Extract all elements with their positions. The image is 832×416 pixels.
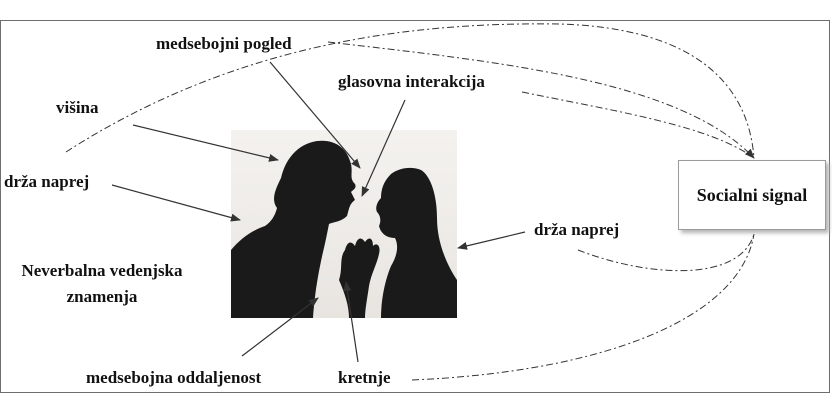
hands-silhouette: [339, 238, 380, 318]
arrow-glasovna-interakcija: [361, 99, 406, 197]
man-silhouette: [231, 140, 356, 318]
arrow-medsebojna-oddaljenost: [241, 297, 319, 357]
label-medsebojni-pogled: medsebojni pogled: [156, 34, 292, 53]
label-neverbalna-vedenjska-znamenja: Neverbalna vedenjska znamenja: [21, 261, 183, 306]
woman-silhouette: [376, 167, 457, 318]
label-medsebojna-oddaljenost: medsebojna oddaljenost: [86, 368, 262, 387]
curve-kretnje: [411, 233, 755, 381]
arrow-drza-naprej-left: [111, 184, 241, 222]
curve-glasovna-interakcija: [521, 91, 755, 159]
label-drza-naprej-right: drža naprej: [534, 220, 620, 239]
curve-medsebojni-pogled: [327, 41, 755, 159]
label-glasovna-interakcija: glasovna interakcija: [338, 72, 485, 91]
arrow-medsebojni-pogled: [269, 61, 361, 169]
social-signal-box: Socialni signal: [678, 160, 826, 230]
label-drza-naprej-left: drža naprej: [4, 172, 90, 191]
arrow-drza-naprej-right: [457, 231, 526, 250]
label-kretnje: kretnje: [338, 368, 391, 387]
social-signal-label: Socialni signal: [696, 184, 808, 205]
arrow-visina: [132, 124, 279, 162]
curve-visina: [65, 23, 755, 159]
arrow-kretnje: [343, 281, 359, 363]
silhouettes: [231, 140, 457, 318]
curve-drza-naprej-right: [577, 233, 755, 272]
diagram-frame: [0, 20, 830, 393]
label-visina: višina: [56, 98, 99, 117]
